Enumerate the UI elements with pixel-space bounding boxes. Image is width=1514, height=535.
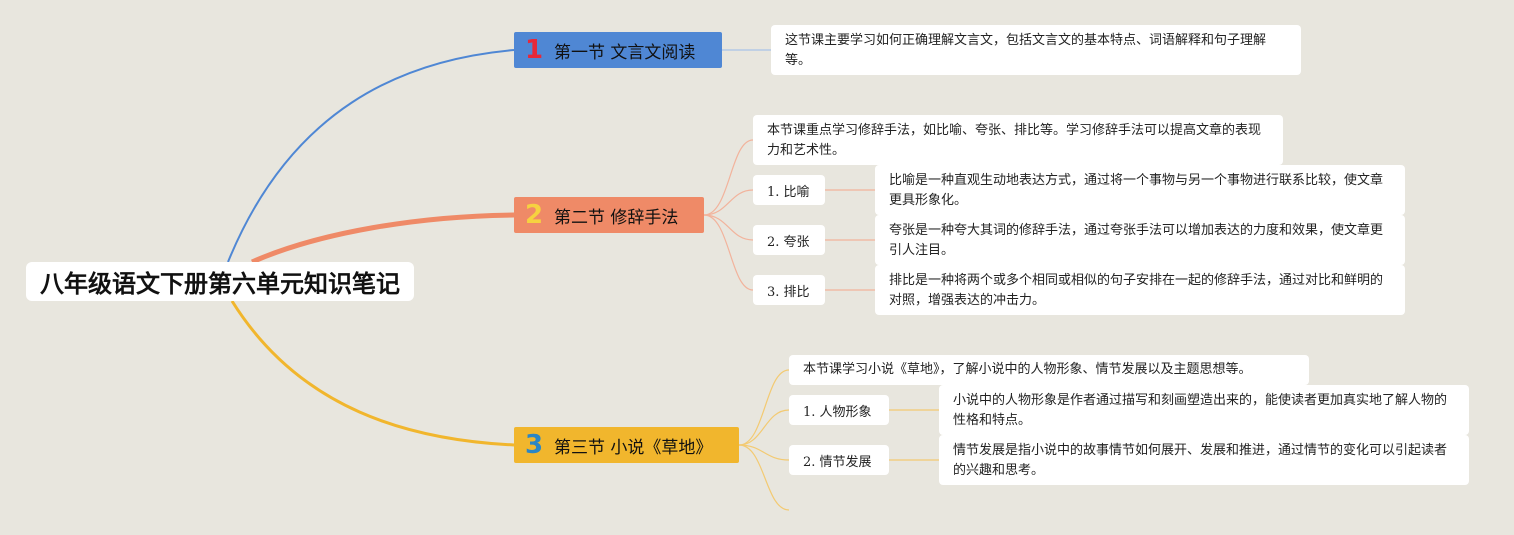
branch-1-summary-note[interactable]: 这节课主要学习如何正确理解文言文，包括文言文的基本特点、词语解释和句子理解等。: [771, 25, 1301, 75]
link-root-branch-2: [250, 212, 515, 265]
branch-label: 第三节 小说《草地》: [554, 437, 713, 458]
branch-2-item-2-desc[interactable]: 夸张是一种夸大其词的修辞手法，通过夸张手法可以增加表达的力度和效果，使文章更引人…: [875, 215, 1405, 265]
link-branch-2-item-2: [703, 214, 754, 241]
branch-2-item-3[interactable]: 3. 排比: [753, 275, 825, 305]
branch-3-summary-note[interactable]: 本节课学习小说《草地》，了解小说中的人物形象、情节发展以及主题思想等。: [789, 355, 1309, 385]
link-branch-2-item-3: [703, 214, 754, 291]
branch-3-item-2[interactable]: 2. 情节发展: [789, 445, 889, 475]
branch-topic-1[interactable]: 1 第一节 文言文阅读: [514, 32, 722, 68]
link-root-branch-1: [227, 49, 515, 263]
branch-label: 第二节 修辞手法: [554, 207, 679, 228]
branch-2-item-3-desc[interactable]: 排比是一种将两个或多个相同或相似的句子安排在一起的修辞手法，通过对比和鲜明的对照…: [875, 265, 1405, 315]
branch-label: 第一节 文言文阅读: [554, 42, 696, 63]
branch-topic-2[interactable]: 2 第二节 修辞手法: [514, 197, 704, 233]
branch-number-icon: 3: [524, 430, 544, 460]
link-branch-3-summary: [738, 369, 790, 446]
branch-2-item-1[interactable]: 1. 比喻: [753, 175, 825, 205]
link-root-branch-3: [230, 300, 515, 447]
branch-3-item-1-desc[interactable]: 小说中的人物形象是作者通过描写和刻画塑造出来的，能使读者更加真实地了解人物的性格…: [939, 385, 1469, 435]
link-branch-2-summary: [703, 139, 754, 216]
branch-topic-3[interactable]: 3 第三节 小说《草地》: [514, 427, 739, 463]
root-topic[interactable]: 八年级语文下册第六单元知识笔记: [26, 262, 414, 301]
branch-3-item-1[interactable]: 1. 人物形象: [789, 395, 889, 425]
link-branch-3-item-1: [738, 409, 790, 446]
link-branch-3-item-3: [738, 444, 790, 511]
link-branch-2-item-1: [703, 189, 754, 216]
branch-number-icon: 1: [524, 35, 544, 65]
branch-number-icon: 2: [524, 200, 544, 230]
branch-2-item-2[interactable]: 2. 夸张: [753, 225, 825, 255]
branch-2-item-1-desc[interactable]: 比喻是一种直观生动地表达方式，通过将一个事物与另一个事物进行联系比较，使文章更具…: [875, 165, 1405, 215]
branch-2-summary-note[interactable]: 本节课重点学习修辞手法，如比喻、夸张、排比等。学习修辞手法可以提高文章的表现力和…: [753, 115, 1283, 165]
branch-3-item-2-desc[interactable]: 情节发展是指小说中的故事情节如何展开、发展和推进，通过情节的变化可以引起读者的兴…: [939, 435, 1469, 485]
